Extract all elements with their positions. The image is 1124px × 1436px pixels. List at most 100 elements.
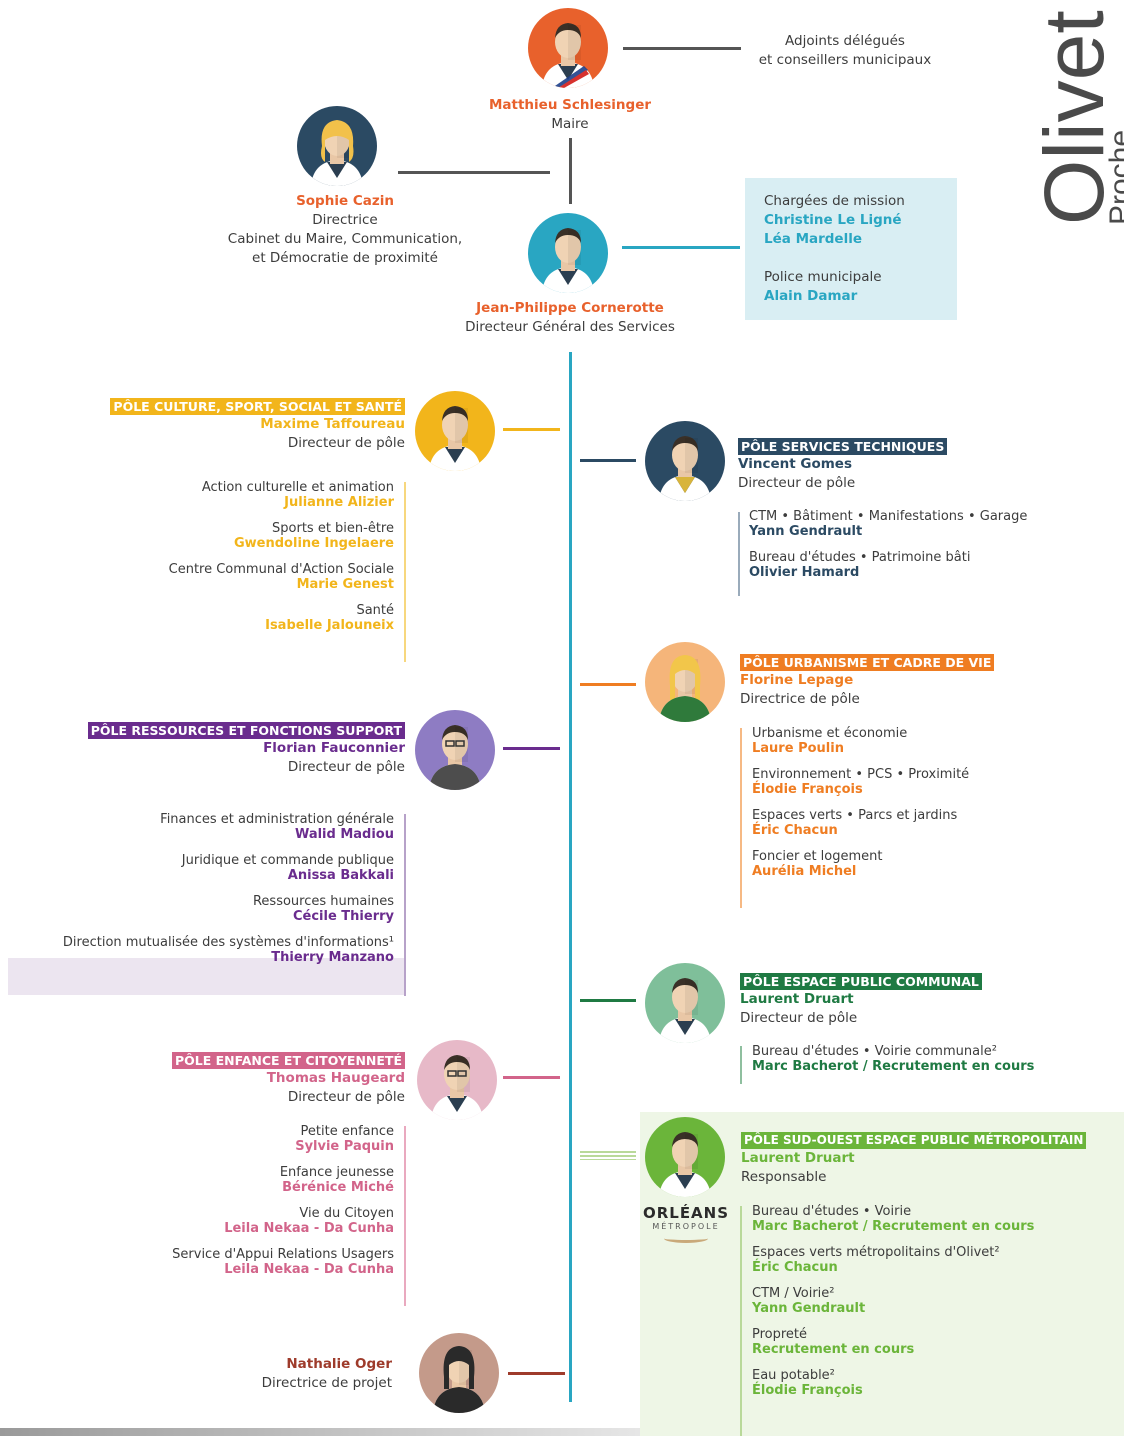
culture-item-name: Marie Genest (296, 577, 394, 592)
childhood-item-name: Bérénice Miché (282, 1180, 394, 1195)
mission-title: Chargées de mission (764, 193, 905, 209)
childhood-item-label: Enfance jeunesse (279, 1165, 394, 1180)
metro-bracket (740, 1206, 742, 1436)
urban-avatar (645, 642, 725, 722)
culture-item-name: Julianne Alizier (284, 495, 394, 510)
mayor-name: Matthieu Schlesinger (488, 97, 652, 113)
police-title: Police municipale (764, 269, 882, 285)
urban-item-label: Environnement • PCS • Proximité (752, 767, 970, 782)
tech-item-name: Yann Gendrault (749, 524, 863, 539)
metro-item-name: Marc Bacherot / Recrutement en cours (752, 1219, 1035, 1234)
public-item-name: Marc Bacherot / Recrutement en cours (752, 1059, 1035, 1074)
urban-role: Directrice de pôle (740, 691, 860, 707)
tech-badge: PÔLE SERVICES TECHNIQUES (738, 438, 948, 455)
urban-header: PÔLE URBANISME ET CADRE DE VIE Florine L… (740, 654, 1070, 709)
tech-list: CTM • Bâtiment • Manifestations • Garage… (749, 509, 1069, 591)
childhood-head: Thomas Haugeard (266, 1070, 405, 1086)
cabinet-name: Sophie Cazin (296, 193, 394, 209)
dgs-avatar (528, 213, 608, 293)
metro-item-label: CTM / Voirie² (752, 1286, 835, 1301)
resources-item-label: Ressources humaines (252, 894, 394, 909)
project-avatar (419, 1333, 499, 1413)
dgs-name: Jean-Philippe Cornerotte (476, 300, 664, 316)
culture-item-label: Sports et bien-être (272, 521, 394, 536)
tech-connector (580, 459, 636, 462)
project-role: Directrice de projet (261, 1375, 392, 1391)
dgs-role: Directeur Général des Services (465, 319, 675, 335)
urban-item-label: Urbanisme et économie (752, 726, 908, 741)
brand-tagline: Proche de vous (1104, 129, 1124, 225)
mission-box: Chargées de mission Christine Le Ligné L… (745, 178, 957, 320)
metro-role: Responsable (741, 1169, 827, 1185)
project-connector (508, 1372, 565, 1375)
tech-role: Directeur de pôle (738, 475, 856, 491)
resources-highlight (8, 958, 406, 995)
resources-item-label: Juridique et commande publique (181, 853, 394, 868)
childhood-connector (503, 1076, 560, 1079)
brand-name: Olivet (1034, 10, 1121, 225)
urban-head: Florine Lepage (740, 672, 854, 688)
public-role: Directeur de pôle (740, 1010, 858, 1026)
childhood-item-name: Leila Nekaa - Da Cunha (224, 1221, 394, 1236)
childhood-item-label: Petite enfance (300, 1124, 394, 1139)
metro-logo-line2: MÉTROPOLE (652, 1222, 720, 1231)
tech-item-label: Bureau d'études • Patrimoine bâti (749, 550, 971, 565)
childhood-avatar (417, 1040, 497, 1120)
childhood-bracket (404, 1126, 406, 1306)
public-header: PÔLE ESPACE PUBLIC COMMUNAL Laurent Drua… (740, 973, 1070, 1028)
resources-item-name: Thierry Manzano (271, 950, 394, 965)
culture-item-name: Isabelle Jalouneix (265, 618, 394, 633)
police-person: Alain Damar (764, 288, 858, 304)
resources-bracket (404, 814, 406, 996)
metro-item-label: Bureau d'études • Voirie (752, 1204, 912, 1219)
metro-item-label: Propreté (752, 1327, 808, 1342)
resources-connector (503, 747, 560, 750)
mission-line (622, 246, 740, 249)
public-bracket (740, 1046, 742, 1084)
bottom-shadow (0, 1428, 640, 1436)
mission-person-1: Christine Le Ligné (764, 212, 902, 228)
metro-avatar (645, 1117, 725, 1197)
tech-bracket (738, 512, 740, 596)
metro-badge: PÔLE SUD-OUEST ESPACE PUBLIC MÉTROPOLITA… (741, 1132, 1087, 1149)
mayor-role: Maire (551, 116, 589, 132)
resources-head: Florian Fauconnier (263, 740, 405, 756)
urban-item-name: Élodie François (752, 782, 863, 797)
metro-head: Laurent Druart (741, 1150, 855, 1166)
cabinet-line3: et Démocratie de proximité (252, 250, 438, 266)
metro-header: PÔLE SUD-OUEST ESPACE PUBLIC MÉTROPOLITA… (741, 1132, 1123, 1187)
culture-header: PÔLE CULTURE, SPORT, SOCIAL ET SANTÉ Max… (60, 398, 405, 453)
resources-item-name: Walid Madiou (294, 827, 394, 842)
resources-header: PÔLE RESSOURCES ET FONCTIONS SUPPORT Flo… (40, 722, 405, 777)
cabinet-line (398, 171, 550, 174)
public-connector (580, 999, 636, 1002)
culture-item-label: Santé (356, 603, 394, 618)
mayor-dgs-line (569, 138, 572, 204)
tech-avatar (645, 421, 725, 501)
metro-item-name: Recrutement en cours (752, 1342, 915, 1357)
resources-item-label: Finances et administration générale (160, 812, 394, 827)
tech-head: Vincent Gomes (738, 456, 852, 472)
culture-badge: PÔLE CULTURE, SPORT, SOCIAL ET SANTÉ (110, 398, 405, 415)
cabinet-line2: Cabinet du Maire, Communication, (227, 231, 463, 247)
resources-item-label: Direction mutualisée des systèmes d'info… (62, 935, 394, 950)
urban-item-label: Foncier et logement (752, 849, 883, 864)
project-name: Nathalie Oger (286, 1356, 392, 1372)
resources-item-name: Cécile Thierry (292, 909, 394, 924)
urban-item-name: Laure Poulin (752, 741, 844, 756)
cabinet-avatar (297, 106, 377, 186)
childhood-item-label: Vie du Citoyen (299, 1206, 394, 1221)
urban-item-name: Aurélia Michel (752, 864, 857, 879)
culture-avatar (415, 391, 495, 471)
mayor-side-note-2: et conseillers municipaux (758, 52, 932, 68)
trunk-line (569, 352, 572, 1402)
culture-item-name: Gwendoline Ingelaere (234, 536, 394, 551)
culture-bracket (404, 482, 406, 662)
childhood-item-label: Service d'Appui Relations Usagers (172, 1247, 394, 1262)
urban-item-label: Espaces verts • Parcs et jardins (752, 808, 958, 823)
metro-logo-swoosh (664, 1234, 708, 1243)
mission-person-2: Léa Mardelle (764, 231, 863, 247)
